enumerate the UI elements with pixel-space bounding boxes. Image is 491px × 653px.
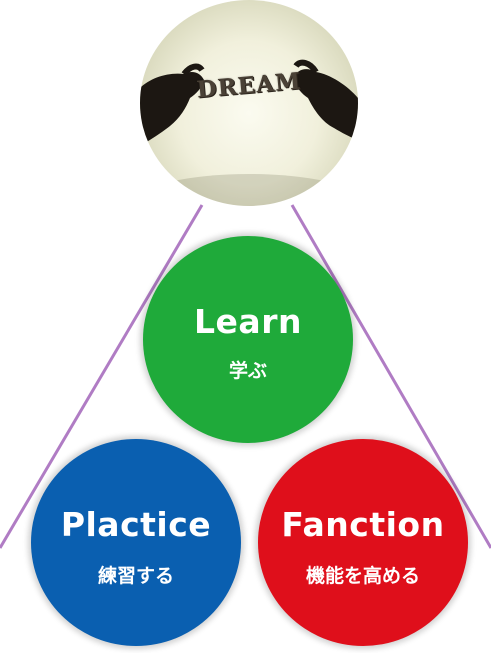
learn-subtitle: 学ぶ	[228, 360, 267, 382]
hands-holding-sign-illustration	[140, 59, 358, 206]
function-circle: Fanction 機能を高める	[258, 439, 468, 646]
practice-circle: Plactice 練習する	[31, 439, 241, 646]
practice-subtitle: 練習する	[97, 565, 174, 587]
dream-photo: DREAM	[140, 0, 358, 206]
triangle-right-edge	[290, 204, 491, 549]
practice-title: Plactice	[60, 505, 212, 544]
triangle-left-edge	[0, 204, 204, 549]
learn-circle: Learn 学ぶ	[143, 236, 353, 443]
function-subtitle: 機能を高める	[305, 565, 420, 587]
function-title: Fanction	[281, 505, 445, 544]
learn-title: Learn	[194, 302, 302, 341]
